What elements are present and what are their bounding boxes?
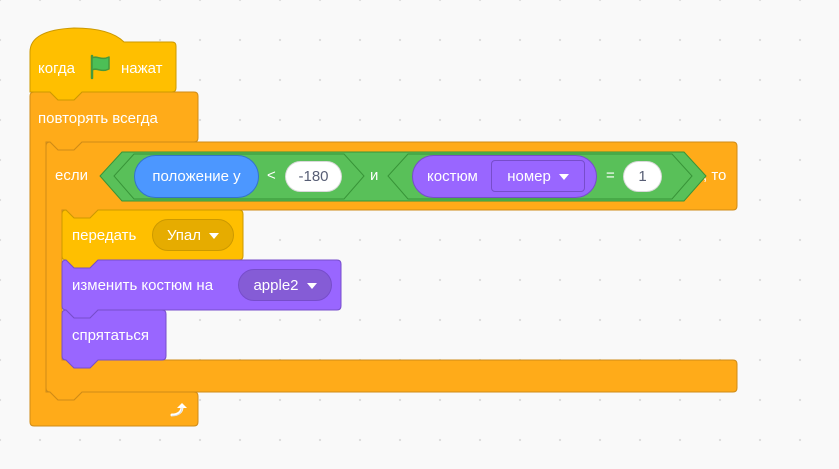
y-position-reporter[interactable]: положение y [134,155,259,198]
costume-value: apple2 [253,276,299,294]
costume-reporter-label: костюм [427,168,478,185]
dropdown-arrow-icon [209,233,220,239]
forever-label: повторять всегда [38,110,158,127]
broadcast-message-value: Упал [166,226,202,244]
equals-symbol: = [606,167,615,184]
less-than-value-input[interactable]: -180 [285,161,342,192]
if-label: если [55,167,88,184]
then-label: , то [703,167,727,184]
if-block[interactable] [45,141,738,401]
equals-value-input[interactable]: 1 [623,161,662,192]
dropdown-arrow-icon [558,174,569,180]
green-flag-icon [90,54,110,80]
y-position-label: положение y [152,168,241,185]
equals-value: 1 [638,168,647,185]
costume-dropdown[interactable]: apple2 [238,269,332,301]
costume-number-dropdown[interactable]: номер [491,160,585,192]
and-label: и [370,167,379,184]
loop-arrow-icon [170,403,187,417]
less-than-value: -180 [298,168,329,185]
hide-block[interactable] [61,309,167,369]
broadcast-message-dropdown[interactable]: Упал [152,219,234,251]
hat-label-when: когда [38,60,75,77]
dropdown-arrow-icon [306,283,317,289]
costume-number-value: номер [507,167,551,185]
switch-costume-label: изменить костюм на [72,277,214,294]
less-than-symbol: < [267,167,276,184]
hat-label-clicked: нажат [121,60,163,77]
broadcast-label: передать [72,227,137,244]
hide-label: спрятаться [72,327,149,344]
